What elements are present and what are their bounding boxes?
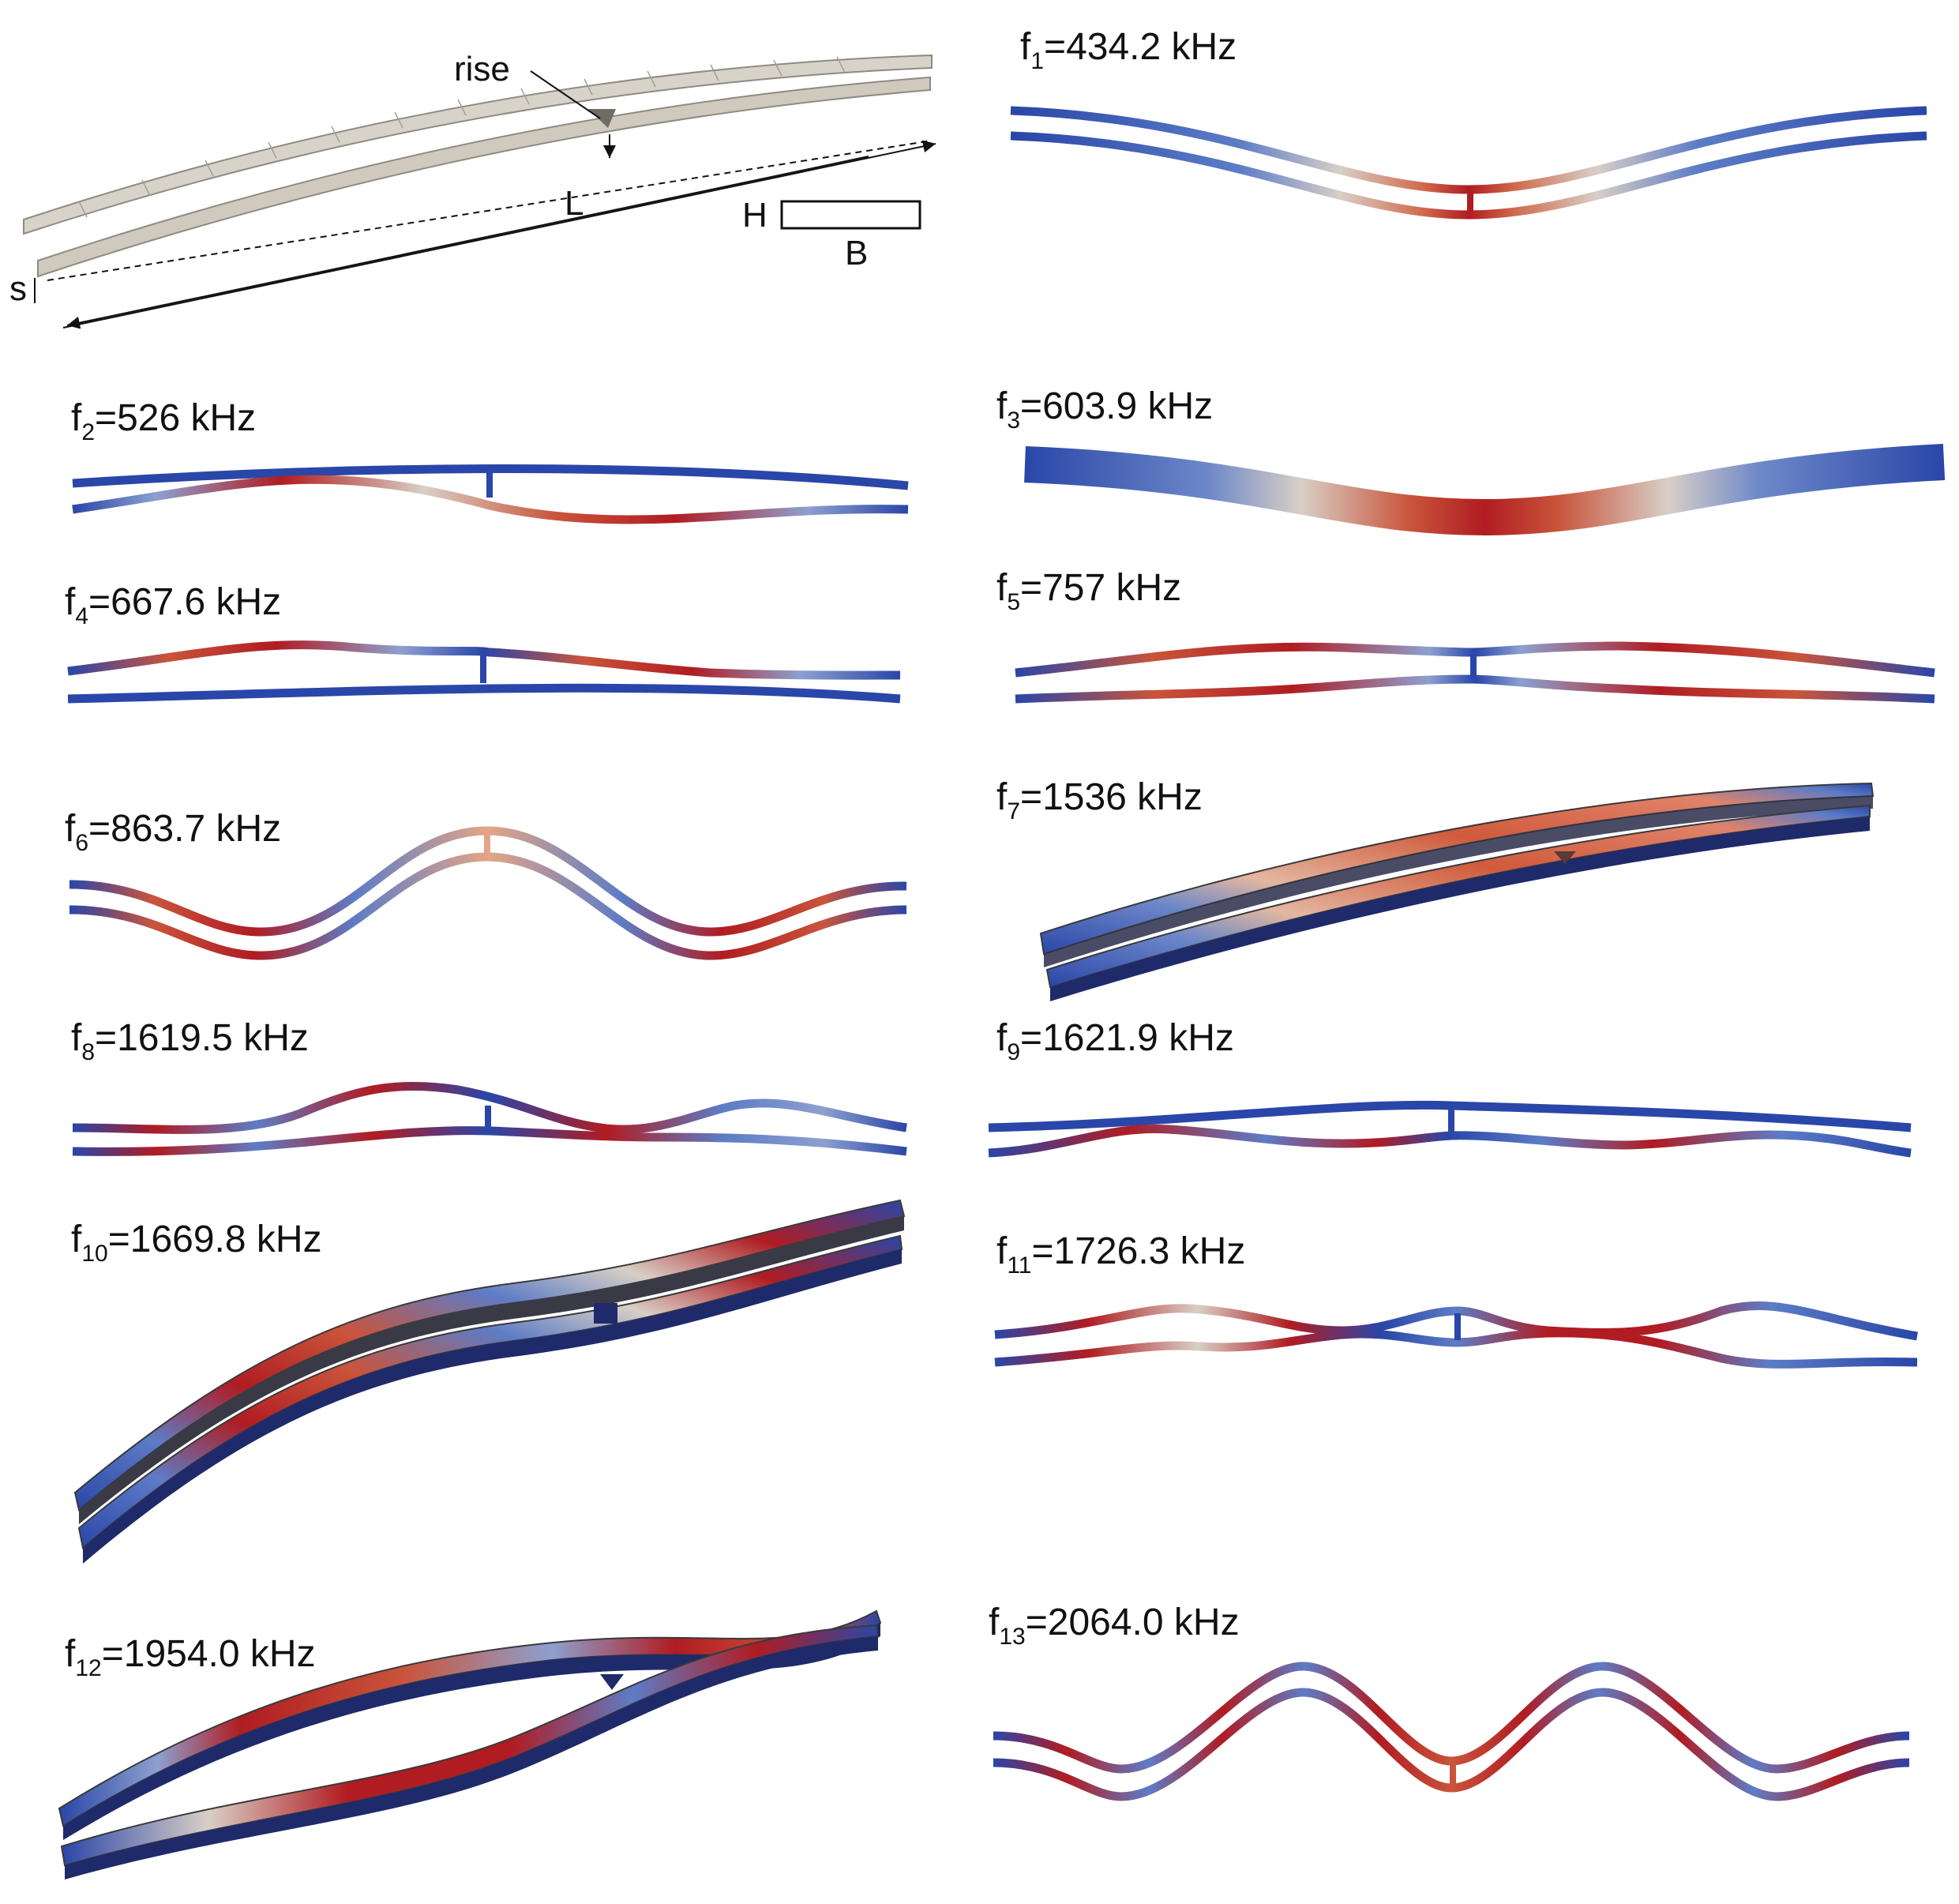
lower-beam: [37, 76, 931, 278]
mode-shape-f6: [69, 826, 907, 960]
mode-label-f4: f4=667.6 kHz: [65, 581, 281, 629]
mode-label-f6: f6=863.7 kHz: [65, 808, 281, 856]
mode-labels: f1=434.2 kHz f2=526 kHz f3=603.9 kHz f4=…: [65, 26, 1245, 1681]
mode-shape-f9: [988, 1100, 1912, 1158]
mode-label-f7: f7=1536 kHz: [996, 776, 1203, 824]
mode-label-f1: f1=434.2 kHz: [1020, 26, 1237, 74]
mode-label-f8: f8=1619.5 kHz: [71, 1017, 309, 1065]
mesh-lines: [78, 56, 846, 218]
mode-label-f9: f9=1621.9 kHz: [996, 1017, 1234, 1065]
mode-label-f13: f13=2064.0 kHz: [989, 1602, 1240, 1650]
mode-shape-f7: [1039, 782, 1875, 1001]
height-label: H: [742, 196, 767, 235]
mode-label-f2: f2=526 kHz: [71, 397, 256, 445]
mode-label-f10: f10=1669.8 kHz: [71, 1219, 322, 1267]
mode-label-f5: f5=757 kHz: [996, 567, 1181, 615]
beam-schematic: rise L s H B: [9, 50, 936, 329]
mode-shape-f1: [1010, 106, 1927, 220]
mode-shape-f11: [994, 1301, 1918, 1369]
mode-shape-f2: [72, 464, 909, 524]
mode-shape-f10: [73, 1199, 906, 1564]
cross-section-rect: [780, 200, 921, 230]
rise-label: rise: [454, 50, 510, 88]
spacing-label: s: [9, 269, 27, 308]
mode-shape-f4: [67, 640, 901, 704]
mode-shape-f12: [58, 1609, 882, 1880]
mode-shape-f13: [993, 1662, 1910, 1801]
mode-label-f11: f11=1726.3 kHz: [996, 1230, 1245, 1279]
upper-beam: [23, 54, 933, 235]
width-label: B: [845, 234, 868, 272]
mode-shape-f5: [1015, 641, 1935, 704]
length-label: L: [565, 184, 584, 223]
mode-label-f12: f12=1954.0 kHz: [65, 1633, 316, 1681]
mode-shapes: [67, 106, 1946, 1801]
rise-connector: [588, 109, 616, 128]
mode-shape-f3: [1024, 444, 1946, 536]
mode-shape-f8: [72, 1081, 907, 1156]
mode-label-f3: f3=603.9 kHz: [996, 385, 1213, 434]
